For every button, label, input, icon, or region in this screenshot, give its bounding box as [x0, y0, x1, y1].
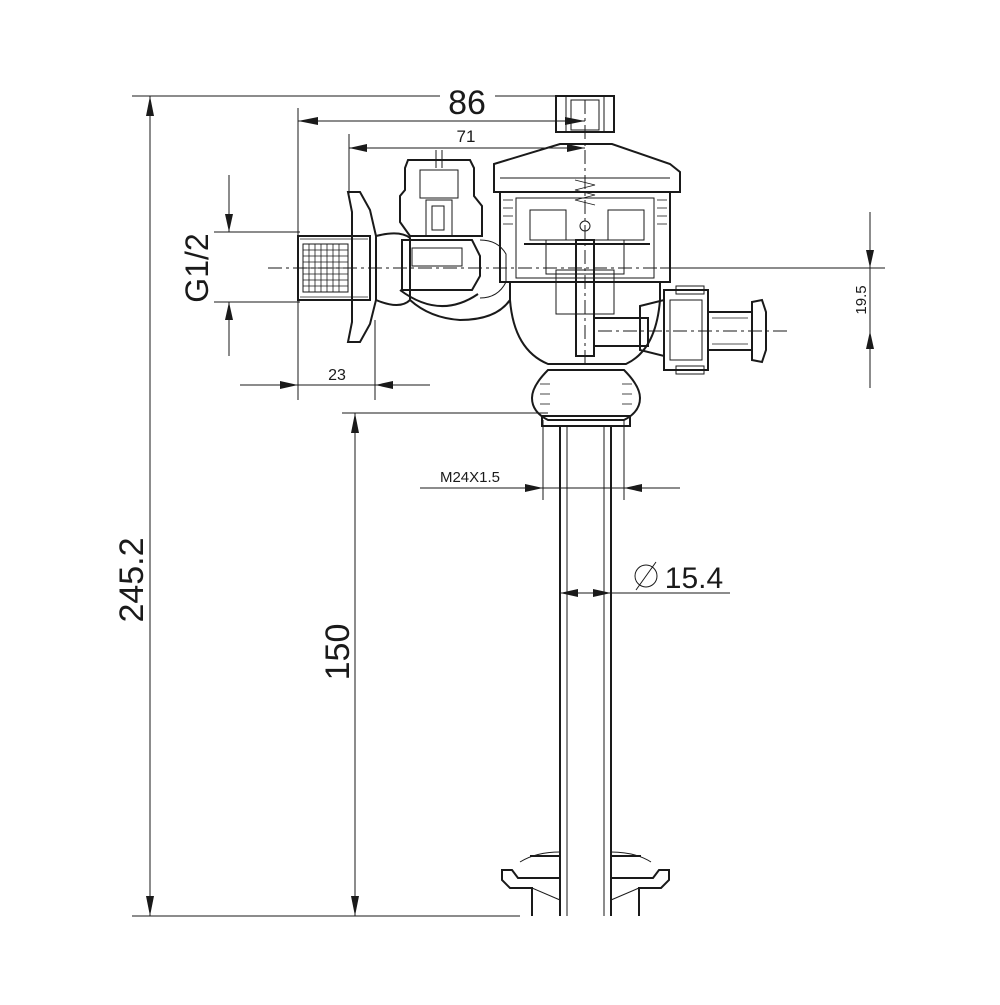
- dim-outlet-offset: 19.5: [660, 212, 885, 388]
- union-nut: [530, 369, 642, 427]
- pipe-length-label: 150: [319, 624, 357, 681]
- dim-pipe-length: 150: [319, 412, 548, 916]
- inlet-axis-label: 71: [457, 127, 476, 146]
- dim-inlet-thread: G1/2: [179, 175, 300, 356]
- bottom-flange: [501, 851, 670, 916]
- stop-valve: [399, 150, 511, 322]
- inlet-fitting: [297, 191, 411, 343]
- dim-nut-thread: M24X1.5: [420, 420, 680, 500]
- dim-inlet-length: 23: [240, 300, 430, 400]
- outlet-offset-label: 19.5: [853, 285, 870, 314]
- inlet-thread-label: G1/2: [179, 233, 215, 302]
- outlet-valve: [593, 285, 767, 375]
- overall-width-label: 86: [448, 84, 486, 122]
- dim-total-height: 245.2: [113, 95, 560, 917]
- valve-body: [493, 95, 681, 365]
- nut-thread-label: M24X1.5: [440, 469, 500, 486]
- total-height-label: 245.2: [113, 537, 151, 622]
- inlet-length-label: 23: [328, 367, 346, 384]
- down-pipe: [559, 426, 612, 916]
- pipe-diameter-label: 15.4: [665, 562, 723, 595]
- dim-overall-width: 86: [297, 84, 585, 240]
- dim-pipe-diameter: 15.4: [560, 561, 730, 597]
